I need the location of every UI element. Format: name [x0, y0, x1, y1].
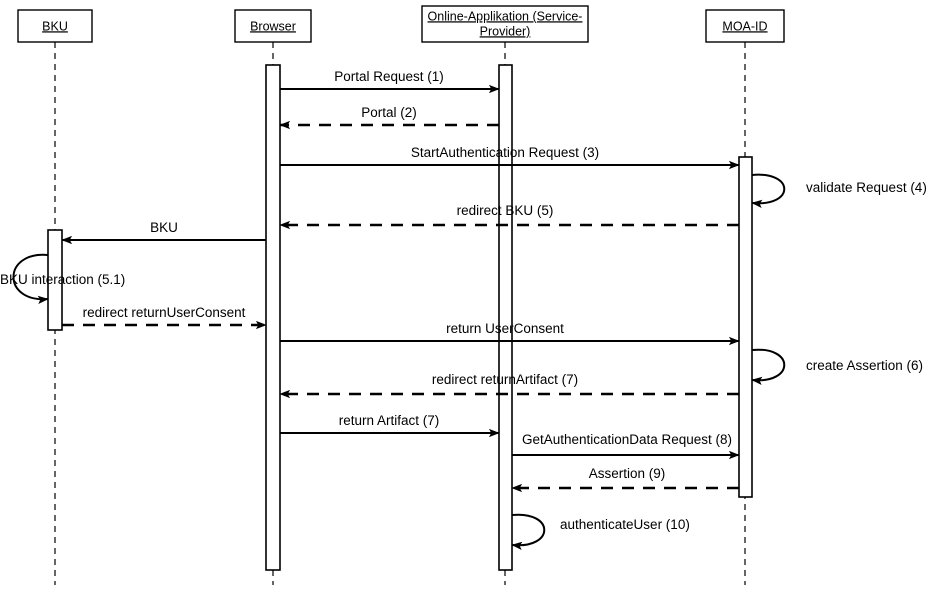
message-label-m1: Portal Request (1): [334, 69, 444, 84]
lifeline-bku[interactable]: BKU: [17, 9, 93, 585]
message-m3[interactable]: StartAuthentication Request (3): [280, 145, 740, 170]
message-self-loop-m7: [12, 253, 49, 304]
message-m10[interactable]: create Assertion (6): [751, 348, 923, 386]
message-self-loop-m4: [751, 173, 786, 209]
message-m15[interactable]: authenticateUser (10): [511, 513, 690, 551]
message-m2[interactable]: Portal (2): [279, 105, 499, 130]
message-self-loop-m15: [511, 513, 546, 551]
activation-bar-moaid[interactable]: [738, 156, 753, 498]
lifeline-header-box-onlineapp[interactable]: [421, 5, 589, 43]
lifeline-title-moaid: MOA-ID: [722, 19, 767, 33]
activation-bar-onlineapp[interactable]: [498, 64, 513, 571]
lifeline-title-browser: Browser: [250, 19, 296, 33]
message-self-loop-m10: [751, 348, 786, 386]
lifeline-title-onlineapp: Online-Applikation (Service-: [428, 9, 583, 23]
message-label-m2: Portal (2): [361, 105, 417, 120]
activation-bar-browser[interactable]: [265, 64, 281, 571]
lifeline-header-box-moaid[interactable]: [705, 9, 785, 43]
message-m4[interactable]: validate Request (4): [751, 173, 927, 209]
lifeline-header-box-browser[interactable]: [234, 9, 312, 43]
message-label-m9: return UserConsent: [446, 321, 564, 336]
message-m9[interactable]: return UserConsent: [280, 321, 740, 346]
lifeline-title-bku: BKU: [42, 19, 68, 33]
message-label-m10: create Assertion (6): [806, 358, 923, 373]
lifeline-title-line2-onlineapp: Provider): [480, 24, 531, 38]
message-m1[interactable]: Portal Request (1): [280, 69, 500, 94]
message-label-m11: redirect returnArtifact (7): [432, 372, 578, 387]
activations-layer: [47, 64, 753, 571]
message-label-m6: BKU: [150, 220, 178, 235]
message-label-m3: StartAuthentication Request (3): [411, 145, 599, 160]
message-label-m7: BKU interaction (5.1): [0, 272, 125, 287]
message-label-m4: validate Request (4): [806, 180, 927, 195]
message-label-m5: redirect BKU (5): [457, 203, 554, 218]
activation-bar-bku[interactable]: [47, 229, 63, 331]
lifeline-header-box-bku[interactable]: [17, 9, 93, 43]
message-label-m13: GetAuthenticationData Request (8): [522, 432, 732, 447]
message-m8[interactable]: redirect returnUserConsent: [62, 305, 267, 330]
lifelines-layer: BKU Browser Online-Applikation (Service-Pr…: [17, 5, 785, 585]
lifeline-moaid[interactable]: MOA-ID: [705, 9, 785, 585]
messages-layer: Portal Request (1) Portal (2) StartAuthent…: [0, 69, 927, 551]
message-m13[interactable]: GetAuthenticationData Request (8): [512, 432, 740, 460]
lifeline-browser[interactable]: Browser: [234, 9, 312, 585]
message-m5[interactable]: redirect BKU (5): [279, 203, 739, 230]
message-m6[interactable]: BKU: [61, 220, 266, 245]
message-m14[interactable]: Assertion (9): [511, 466, 739, 493]
message-label-m8: redirect returnUserConsent: [83, 305, 246, 320]
message-label-m12: return Artifact (7): [339, 413, 440, 428]
message-label-m14: Assertion (9): [589, 466, 666, 481]
message-m7[interactable]: BKU interaction (5.1): [0, 253, 125, 304]
message-label-m15: authenticateUser (10): [560, 517, 690, 532]
message-m12[interactable]: return Artifact (7): [280, 413, 500, 438]
message-m11[interactable]: redirect returnArtifact (7): [279, 372, 739, 399]
